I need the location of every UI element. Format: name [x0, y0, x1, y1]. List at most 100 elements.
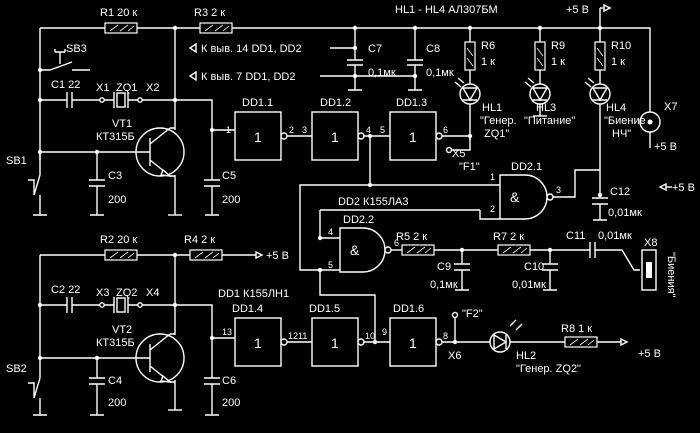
c4-value: 200 [108, 397, 126, 409]
x1-label: X1 [96, 82, 109, 94]
c6-value: 200 [222, 397, 240, 409]
svg-text:10: 10 [365, 331, 375, 341]
zq2-crystal [104, 297, 138, 313]
hl2-label: HL2 [516, 350, 536, 362]
r3-label: R3 2 к [194, 7, 225, 19]
hl1-desc-1: "Генер. [480, 115, 517, 127]
c6-capacitor [204, 338, 220, 416]
dd2-2-gate [339, 227, 386, 273]
r9-value: 1 к [551, 56, 565, 68]
r4-label: R4 2 к [184, 234, 215, 246]
c4-label: C4 [108, 375, 122, 387]
r6-value: 1 к [481, 56, 495, 68]
c2-label: C2 22 [51, 284, 80, 296]
c12-label: C12 [610, 186, 630, 198]
svg-text:3: 3 [556, 185, 561, 195]
svg-text:2: 2 [289, 125, 294, 135]
r10-value: 1 к [611, 56, 625, 68]
r4-resistor [189, 249, 223, 261]
hl2-desc: "Генер. ZQ2" [516, 363, 581, 375]
svg-text:5: 5 [380, 125, 385, 135]
c7-value: 0,1мк [368, 67, 396, 79]
x6-label: X6 [448, 350, 461, 362]
svg-text:6: 6 [443, 125, 448, 135]
r8-supply: +5 В [638, 348, 661, 360]
dd2-1-label: DD2.1 [511, 161, 542, 173]
c7-label: C7 [368, 43, 382, 55]
hl1-desc-2: ZQ1" [484, 128, 509, 140]
sb2-switch [33, 358, 47, 416]
hl4-desc-2: НЧ" [612, 128, 631, 140]
x7-supply: +5 В [654, 141, 677, 153]
f1-label: "F1" [459, 161, 480, 173]
x4-label: X4 [146, 287, 159, 299]
hl1-led [459, 83, 481, 105]
c3-value: 200 [108, 194, 126, 206]
svg-text:4: 4 [328, 227, 333, 237]
c5-label: C5 [222, 170, 236, 182]
pin7-note: К выв. 7 DD1, DD2 [201, 71, 295, 83]
hl-type-label: HL1 - HL4 АЛ307БМ [395, 4, 498, 16]
c11-label: C11 [566, 230, 585, 242]
svg-text:1: 1 [331, 129, 339, 145]
c3-capacitor [89, 152, 105, 216]
svg-text:8: 8 [443, 331, 448, 341]
dd1-2-label: DD1.2 [320, 97, 351, 109]
c9-value: 0,1мк [430, 279, 458, 291]
svg-text:1: 1 [254, 129, 262, 145]
c8-capacitor [407, 28, 423, 91]
r2-label: R2 20 к [100, 234, 137, 246]
svg-text:9: 9 [382, 327, 387, 337]
r1-resistor [104, 22, 138, 34]
zq1-label: ZQ1 [116, 82, 137, 94]
c10-label: C10 [524, 261, 544, 273]
svg-text:6: 6 [394, 238, 399, 248]
r8-label: R8 1 к [561, 323, 592, 335]
r7-label: R7 2 к [493, 231, 524, 243]
c1-label: C1 22 [51, 79, 80, 91]
c9-capacitor [454, 250, 470, 291]
zq2-label: ZQ2 [116, 287, 137, 299]
sb3-switch [40, 61, 90, 71]
c4-capacitor [89, 358, 105, 416]
x5-label: X5 [452, 148, 465, 160]
sb1-label: SB1 [6, 155, 27, 167]
r1-label: R1 20 к [100, 7, 137, 19]
zq1-crystal [104, 92, 138, 108]
svg-text:&: & [350, 242, 360, 258]
svg-text:11: 11 [298, 331, 307, 341]
c9-label: C9 [437, 261, 451, 273]
f2-label: "F2" [462, 308, 483, 320]
hl3-led [529, 83, 551, 105]
c3-label: C3 [108, 170, 122, 182]
c11-value: 0,01мк [598, 230, 632, 242]
svg-text:5: 5 [328, 260, 333, 270]
hl4-led [589, 83, 611, 105]
dd1-6-label: DD1.6 [393, 303, 424, 315]
dd1-1-label: DD1.1 [242, 97, 273, 109]
hl3-label: HL3 [536, 102, 556, 114]
svg-text:1: 1 [331, 335, 339, 351]
sb3-label: SB3 [66, 43, 87, 55]
x8-desc: "Биения" [665, 252, 677, 298]
svg-text:13: 13 [222, 327, 232, 337]
r2-resistor [104, 249, 138, 261]
x7-label: X7 [664, 101, 677, 113]
sb1-switch [33, 152, 47, 216]
x8-label: X8 [644, 237, 657, 249]
svg-text:1: 1 [409, 129, 417, 145]
svg-text:&: & [510, 189, 520, 205]
hl4-label: HL4 [606, 102, 626, 114]
c2-capacitor [40, 297, 100, 313]
c8-label: C8 [426, 43, 440, 55]
r6-label: R6 [481, 40, 495, 52]
vt2-label: VT2 [112, 324, 132, 336]
svg-text:1: 1 [254, 335, 262, 351]
c10-capacitor [542, 250, 558, 291]
svg-text:3: 3 [302, 125, 307, 135]
c1-capacitor [40, 92, 100, 108]
r3-resistor [199, 22, 233, 34]
sb2-label: SB2 [6, 363, 27, 375]
c5-value: 200 [222, 194, 240, 206]
